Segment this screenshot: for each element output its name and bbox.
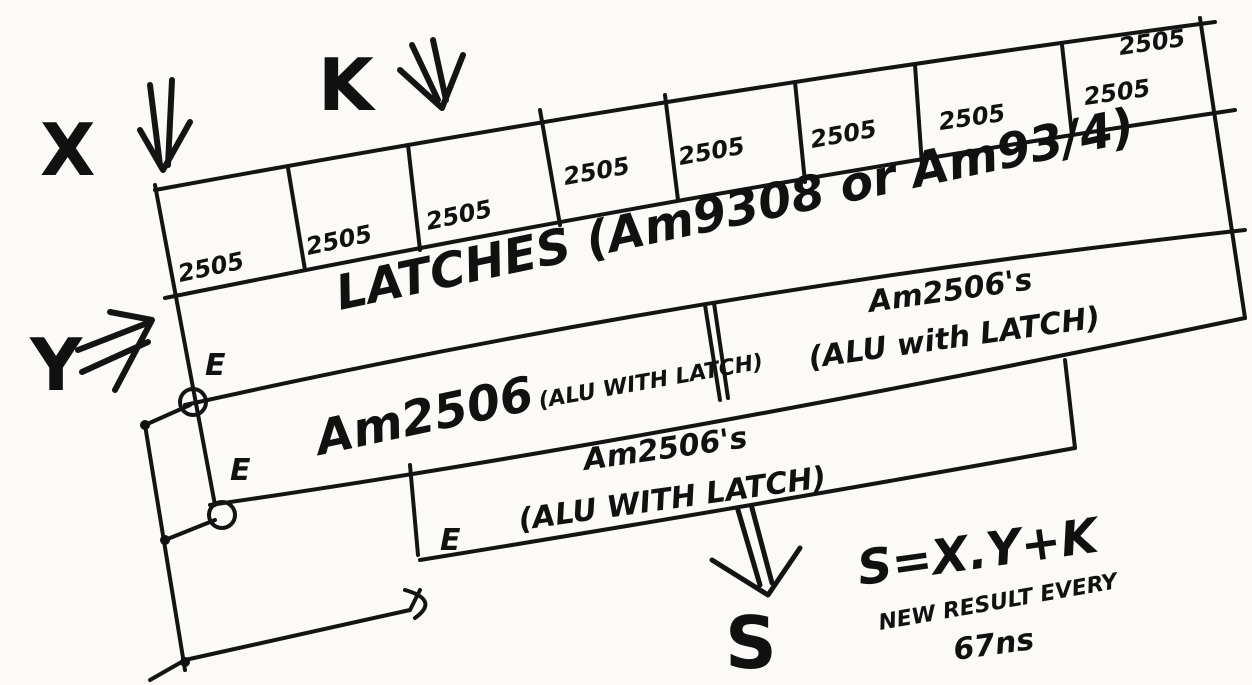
chip-cell: 2505	[808, 115, 879, 154]
alu-row-1-right-note: (ALU with LATCH)	[806, 300, 1102, 376]
output-s-label: S	[725, 601, 777, 685]
enable-wiring	[140, 387, 428, 682]
equation-line2: 67ns	[951, 622, 1036, 668]
enable-node	[207, 500, 237, 530]
input-k: K	[318, 37, 466, 127]
alu-row-2-note: (ALU WITH LATCH)	[516, 460, 828, 538]
down-arrow-icon	[709, 505, 803, 598]
latches-enable: E	[205, 348, 226, 383]
alu-row-2-label: Am2506's	[579, 420, 749, 478]
alu-row-1-left-note: (ALU WITH LATCH)	[537, 350, 765, 414]
wire-junction	[180, 657, 190, 667]
chip-row-dividers	[286, 43, 1074, 272]
output-s: S	[709, 505, 803, 685]
alu-row-1-right-label: Am2506's	[864, 262, 1034, 320]
input-y: Y	[29, 309, 155, 407]
input-x-label: X	[40, 108, 96, 192]
down-arrow-icon	[137, 77, 193, 173]
band-outline	[153, 16, 1247, 562]
chip-cell: 2505	[423, 195, 494, 236]
right-arrow-icon	[75, 309, 155, 393]
enable-node	[403, 588, 428, 620]
input-y-label: Y	[29, 323, 83, 407]
alu-row-2-enable: E	[440, 523, 461, 558]
alu-row-1-left-label: Am2506	[307, 366, 538, 468]
chip-cell: 2505	[175, 247, 246, 288]
alu-row-1-enable: E	[230, 453, 251, 488]
enable-node	[178, 387, 208, 417]
wire-junction	[160, 535, 170, 545]
wire-junction	[140, 420, 150, 430]
chip-cell: 2505	[561, 152, 632, 191]
chip-cell: 2505	[303, 220, 374, 261]
alu-row-2: E Am2506's (ALU WITH LATCH)	[440, 420, 828, 558]
input-x: X	[40, 77, 193, 192]
input-k-label: K	[318, 43, 376, 127]
chip-cell: 2505	[1117, 24, 1187, 61]
chip-cell: 2505	[676, 132, 747, 171]
down-arrow-icon	[397, 37, 466, 111]
equation-note: S=X.Y+K NEW RESULT EVERY 67ns	[854, 507, 1122, 668]
